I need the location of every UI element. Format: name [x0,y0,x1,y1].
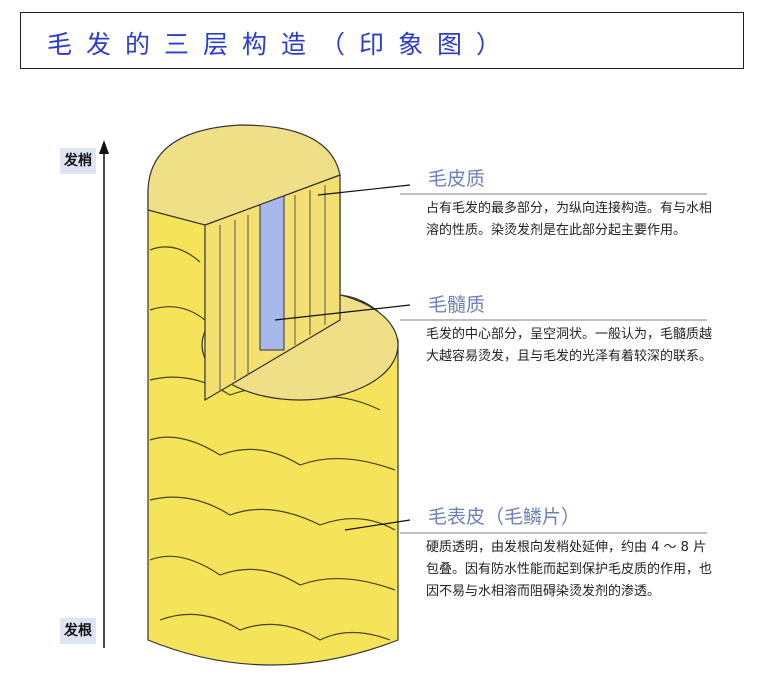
cuticle-description: 硬质透明，由发根向发梢处延伸，约由 4 ～ 8 片包叠。因有防水性能而起到保护毛… [426,540,713,599]
title-box: 毛发的三层构造（印象图） [20,12,744,69]
axis-arrow-head-icon [99,140,109,154]
page-title: 毛发的三层构造（印象图） [47,30,516,59]
divider [400,532,707,534]
divider [400,319,707,321]
medulla-description: 毛发的中心部分，呈空洞状。一般认为，毛髓质越大越容易烫发，且与毛发的光泽有着较深… [426,327,713,364]
cortex-fibers [219,185,326,390]
leader-lines [274,184,411,531]
medulla-heading: 毛髓质 [428,294,486,316]
cuticle-heading: 毛表皮（毛鳞片） [428,506,581,528]
cuticle-scales [149,246,396,641]
medulla [259,184,285,351]
top-cross-section [147,124,341,226]
cortex-description: 占有毛发的最多部分，为纵向连接构造。有与水相溶的性质。染烫发剂是在此部分起主要作… [426,201,713,238]
hair-tip-label: 发梢 [60,148,96,174]
cortex-heading: 毛皮质 [428,168,486,190]
hair-root-label: 发根 [60,618,96,644]
divider [400,193,707,195]
